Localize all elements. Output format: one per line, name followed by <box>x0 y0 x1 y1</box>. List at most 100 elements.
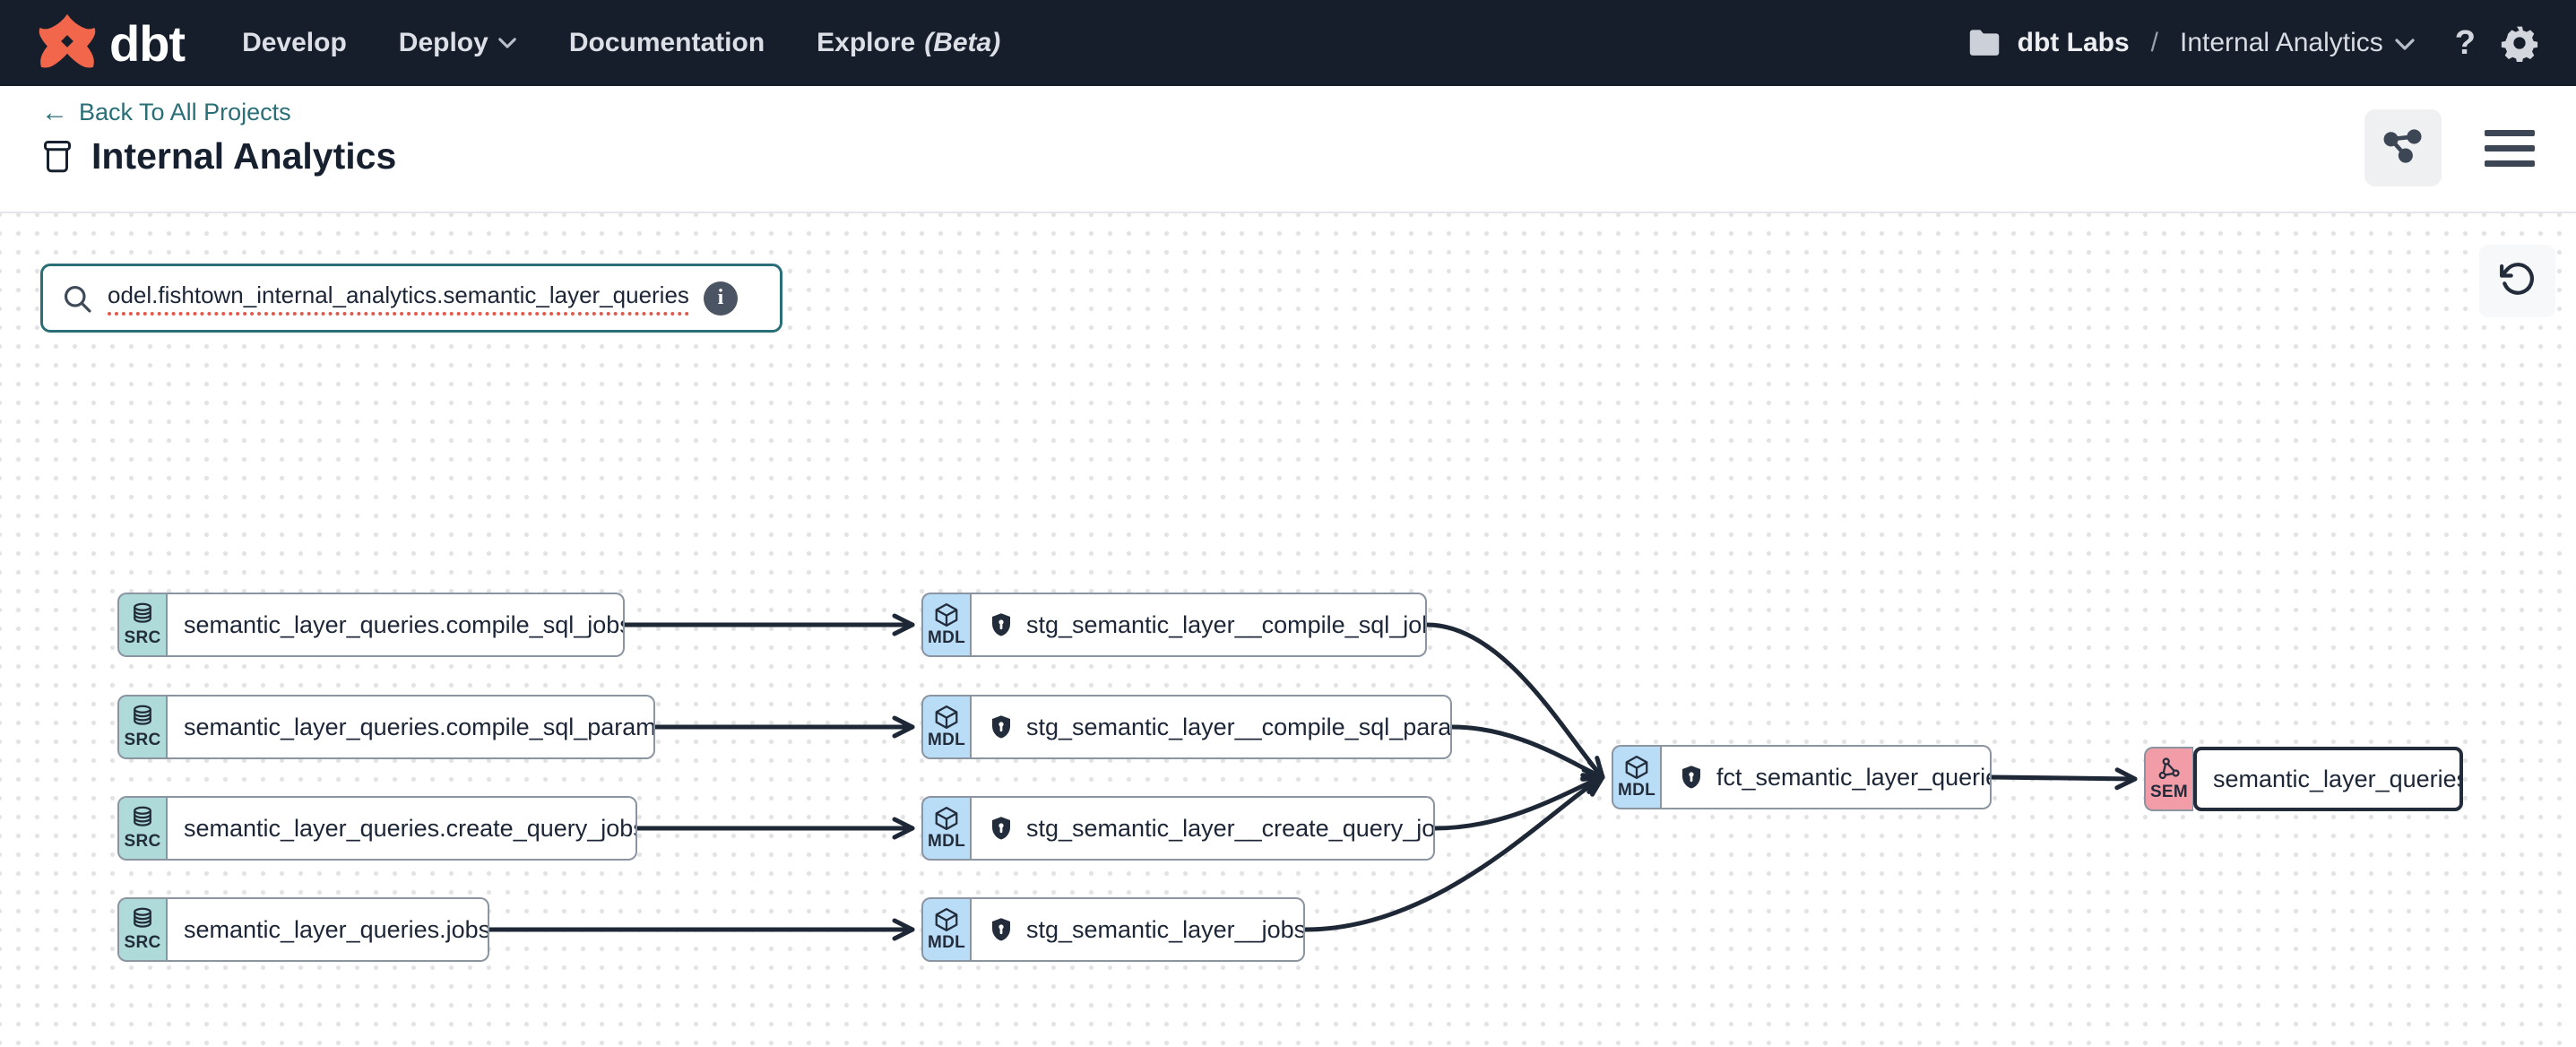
nav-item-explore[interactable]: Explore (Beta) <box>817 28 1001 57</box>
chevron-down-icon <box>497 37 517 49</box>
node-label: semantic_layer_queries.jobs <box>184 915 489 943</box>
lineage-canvas[interactable]: odel.fishtown_internal_analytics.semanti… <box>0 213 2576 1045</box>
lineage-node-src_compile_sql_params[interactable]: SRC semantic_layer_queries.compile_sql_pa… <box>117 695 655 759</box>
node-badge: MDL <box>921 593 971 657</box>
lineage-node-stg_compile_sql_params[interactable]: MDL stg_semantic_layer__compile_sql_param… <box>921 695 1452 759</box>
lineage-node-src_jobs[interactable]: SRC semantic_layer_queries.jobs <box>117 897 489 962</box>
page-title: Internal Analytics <box>91 135 397 177</box>
lineage-node-stg_compile_sql_jobs[interactable]: MDL stg_semantic_layer__compile_sql_jobs <box>921 593 1427 657</box>
node-type-label: SRC <box>124 731 161 749</box>
nav-item-deploy[interactable]: Deploy <box>399 28 517 58</box>
node-badge: MDL <box>921 897 971 962</box>
database-icon <box>129 906 156 933</box>
node-body: semantic_layer_queries <box>2193 747 2463 811</box>
breadcrumb-account[interactable]: dbt Labs <box>2017 28 2130 57</box>
database-icon <box>129 704 156 731</box>
search-query-text: odel.fishtown_internal_analytics.semanti… <box>108 281 689 316</box>
back-to-projects-link[interactable]: ← Back To All Projects <box>41 97 291 127</box>
shield-icon <box>1678 764 1705 791</box>
node-label: stg_semantic_layer__compile_sql_params <box>1026 713 1452 740</box>
node-type-label: SEM <box>2149 783 2189 801</box>
breadcrumb-project-selector[interactable]: Internal Analytics <box>2180 28 2416 58</box>
lineage-node-src_compile_sql_jobs[interactable]: SRC semantic_layer_queries.compile_sql_jo… <box>117 593 625 657</box>
node-badge: SRC <box>117 796 167 861</box>
info-icon[interactable]: i <box>703 281 738 316</box>
cube-icon <box>933 805 960 832</box>
node-body: stg_semantic_layer__create_query_jobs <box>971 796 1435 861</box>
node-type-label: SRC <box>124 832 161 851</box>
nav-item-develop[interactable]: Develop <box>242 28 347 57</box>
shield-icon <box>988 714 1015 740</box>
shield-icon <box>988 611 1015 638</box>
node-label: fct_semantic_layer_queries <box>1716 763 1992 791</box>
hamburger-icon <box>2485 129 2535 136</box>
node-label: semantic_layer_queries.compile_sql_jobs <box>184 610 625 638</box>
cube-icon <box>1623 754 1650 781</box>
node-body: semantic_layer_queries.compile_sql_param… <box>167 695 655 759</box>
dbt-logo-text: dbt <box>109 14 186 72</box>
lineage-edge <box>1424 622 1605 780</box>
node-label: stg_semantic_layer__jobs <box>1026 915 1305 943</box>
node-badge: SRC <box>117 897 167 962</box>
node-label: semantic_layer_queries.create_query_jobs <box>184 814 637 842</box>
gear-icon[interactable] <box>2501 24 2538 62</box>
reset-view-button[interactable] <box>2479 245 2555 317</box>
node-body: stg_semantic_layer__compile_sql_jobs <box>971 593 1427 657</box>
lineage-edge <box>1432 773 1605 831</box>
cube-icon <box>933 704 960 731</box>
node-body: stg_semantic_layer__jobs <box>971 897 1305 962</box>
dbt-logo-icon <box>38 12 97 75</box>
node-label: stg_semantic_layer__compile_sql_jobs <box>1026 610 1427 638</box>
breadcrumb-separator: / <box>2150 28 2158 57</box>
node-badge: MDL <box>921 695 971 759</box>
back-arrow-icon: ← <box>41 97 68 127</box>
node-badge: SRC <box>117 695 167 759</box>
lineage-node-stg_create_query_jobs[interactable]: MDL stg_semantic_layer__create_query_jobs <box>921 796 1435 861</box>
project-icon <box>41 139 73 175</box>
title-row: Internal Analytics <box>41 135 2537 177</box>
nav-item-documentation[interactable]: Documentation <box>568 28 765 57</box>
reset-icon <box>2499 260 2537 302</box>
node-body: stg_semantic_layer__compile_sql_params <box>971 695 1452 759</box>
dbt-logo[interactable]: dbt <box>38 12 186 75</box>
search-icon <box>61 282 93 315</box>
node-badge: MDL <box>921 796 971 861</box>
semantic-model-icon <box>2156 756 2183 783</box>
node-badge: SRC <box>117 593 167 657</box>
top-nav: dbt Develop Deploy Documentation Explore… <box>0 0 2576 86</box>
lineage-edge <box>1449 724 1605 782</box>
main-menu: Develop Deploy Documentation Explore (Be… <box>242 28 1000 58</box>
menu-button[interactable] <box>2485 125 2535 172</box>
chevron-down-icon <box>2394 28 2416 58</box>
help-button[interactable]: ? <box>2454 23 2476 62</box>
lineage-node-stg_jobs[interactable]: MDL stg_semantic_layer__jobs <box>921 897 1305 962</box>
node-label: semantic_layer_queries.compile_sql_param… <box>184 713 655 740</box>
database-icon <box>129 805 156 832</box>
node-badge: MDL <box>1612 745 1661 809</box>
folder-icon <box>1967 28 2001 58</box>
header-controls <box>2364 109 2535 186</box>
node-label: semantic_layer_queries <box>2213 765 2463 792</box>
lineage-node-src_create_query_jobs[interactable]: SRC semantic_layer_queries.create_query_j… <box>117 796 637 861</box>
lineage-node-fct_semantic_layer_queries[interactable]: MDL fct_semantic_layer_queries <box>1612 745 1992 809</box>
lineage-edge <box>1302 774 1605 932</box>
edge-layer <box>487 613 2138 941</box>
lineage-search-input[interactable]: odel.fishtown_internal_analytics.semanti… <box>40 264 782 333</box>
cube-icon <box>933 601 960 628</box>
project-header: ← Back To All Projects Internal Analytic… <box>0 86 2576 213</box>
database-icon <box>129 601 156 628</box>
node-type-label: SRC <box>124 628 161 647</box>
cube-icon <box>933 906 960 933</box>
beta-tag: (Beta) <box>924 28 1001 57</box>
node-body: semantic_layer_queries.compile_sql_jobs <box>167 593 625 657</box>
lineage-icon <box>2382 125 2424 171</box>
shield-icon <box>988 815 1015 842</box>
nav-right: dbt Labs / Internal Analytics ? <box>1967 24 2538 63</box>
lineage-view-button[interactable] <box>2364 109 2442 186</box>
node-type-label: MDL <box>927 731 966 749</box>
lineage-node-sem_semantic_layer_queries[interactable]: SEM semantic_layer_queries <box>2144 747 2463 811</box>
lineage-edge <box>1989 767 2138 791</box>
shield-icon <box>988 916 1015 943</box>
node-type-label: MDL <box>927 933 966 952</box>
node-label: stg_semantic_layer__create_query_jobs <box>1026 814 1435 842</box>
